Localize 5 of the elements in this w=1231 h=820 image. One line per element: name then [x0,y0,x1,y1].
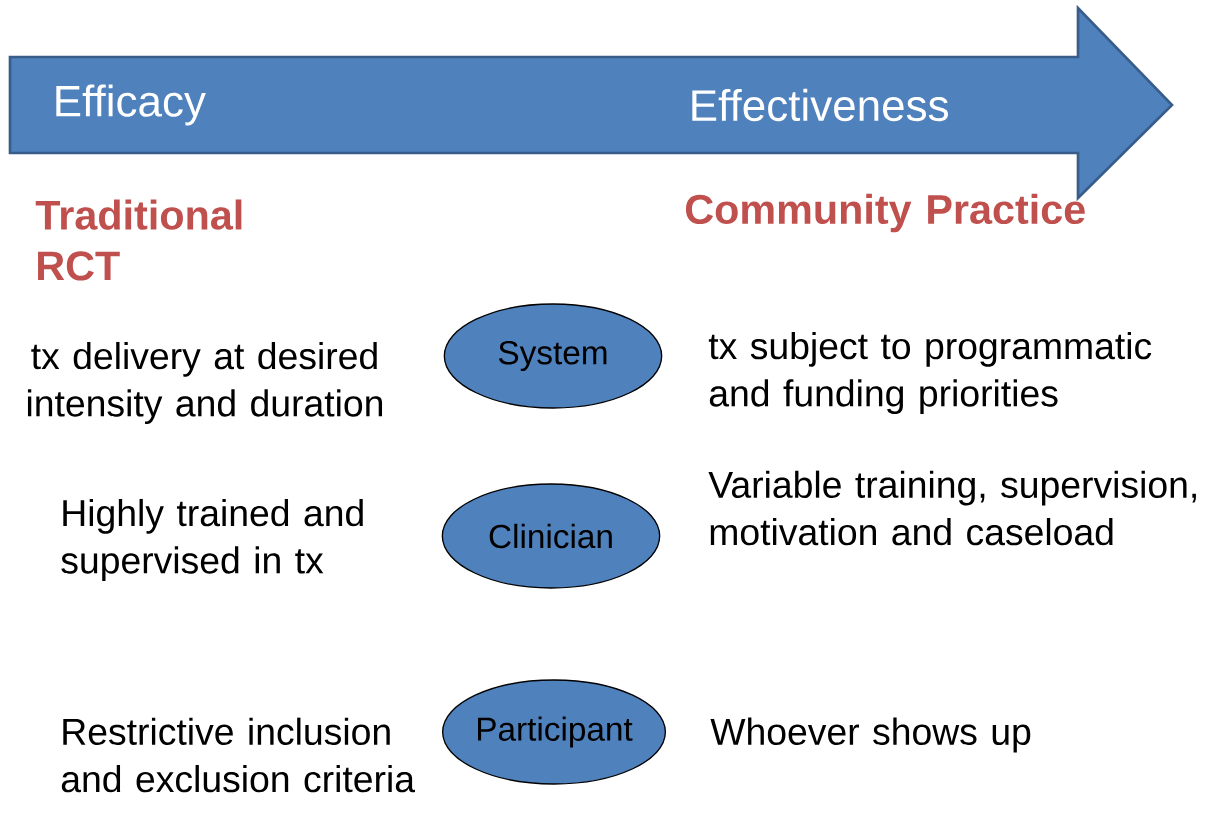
description-text: Whoever shows up [710,717,1031,753]
description-text: Variable training, supervision, motivation and caseload [708,470,1196,546]
description-text: tx delivery at desired intensity and duration [28,341,382,425]
description-text: Highly trained and supervised in tx [61,498,363,582]
description-text: tx subject to programmatic and funding priorities [708,331,1152,415]
